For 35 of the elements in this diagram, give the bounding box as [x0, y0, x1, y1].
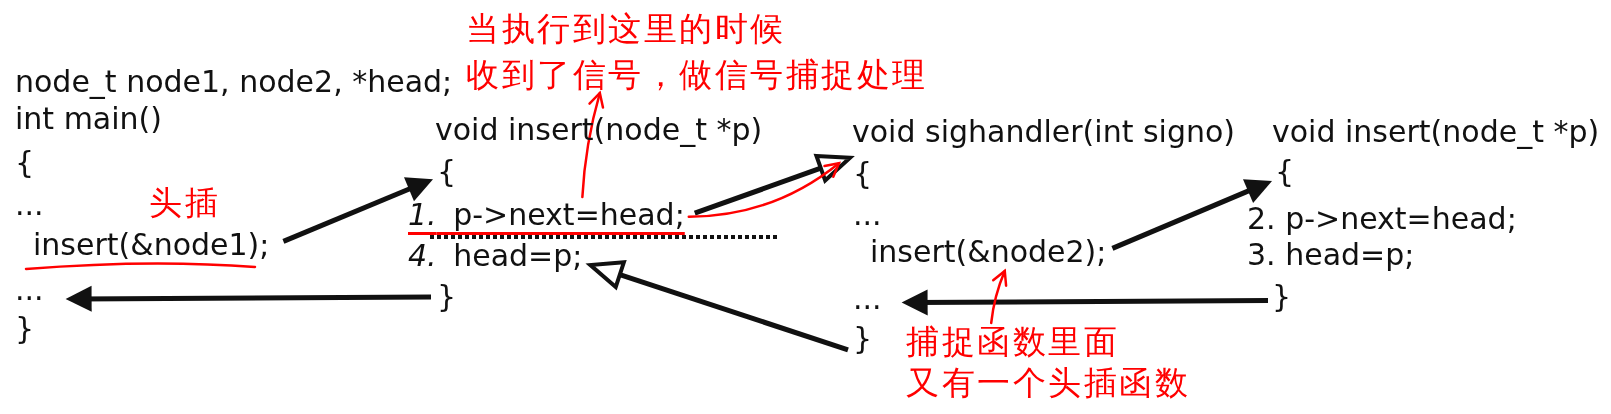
annotation-text: 又有一个头插函数: [906, 366, 1190, 399]
arrow: [282, 177, 433, 244]
code-brace: }: [1272, 279, 1292, 315]
annotation-text: 当执行到这里的时候: [466, 12, 786, 45]
code-line: 3. head=p;: [1247, 237, 1415, 273]
code-line: void insert(node_t *p): [1272, 114, 1600, 150]
code-brace: }: [437, 279, 457, 315]
annotation-text: 收到了信号，做信号捕捉处理: [466, 58, 928, 91]
arrow: [65, 285, 431, 312]
code-line: int main(): [15, 101, 162, 137]
code-brace: {: [437, 154, 457, 190]
arrow: [901, 289, 1268, 316]
code-line: node_t node1, node2, *head;: [15, 64, 453, 100]
code-ellipsis: ...: [15, 187, 44, 223]
code-line: 2. p->next=head;: [1247, 201, 1517, 237]
code-ellipsis: ...: [853, 281, 882, 317]
code-brace: {: [1275, 154, 1295, 190]
code-line: insert(&node1);: [33, 227, 270, 263]
code-ellipsis: ...: [15, 272, 44, 308]
code-brace: }: [15, 311, 35, 347]
annotation-text: 捕捉函数里面: [906, 325, 1119, 358]
arrow: [687, 161, 841, 219]
code-line: void sighandler(int signo): [852, 114, 1236, 150]
code-line: 4. head=p;: [408, 238, 583, 274]
arrow: [693, 154, 852, 216]
underlined-code-line: 1. p->next=head;: [408, 197, 685, 233]
annotation-text: 头插: [149, 186, 220, 219]
code-ellipsis: ...: [853, 197, 882, 233]
arrow: [588, 260, 849, 353]
code-brace: }: [853, 321, 873, 357]
arrow: [989, 269, 1008, 325]
code-brace: {: [853, 156, 873, 192]
code-line: insert(&node2);: [870, 234, 1107, 270]
code-brace: {: [15, 145, 35, 181]
arrow: [1111, 179, 1272, 251]
